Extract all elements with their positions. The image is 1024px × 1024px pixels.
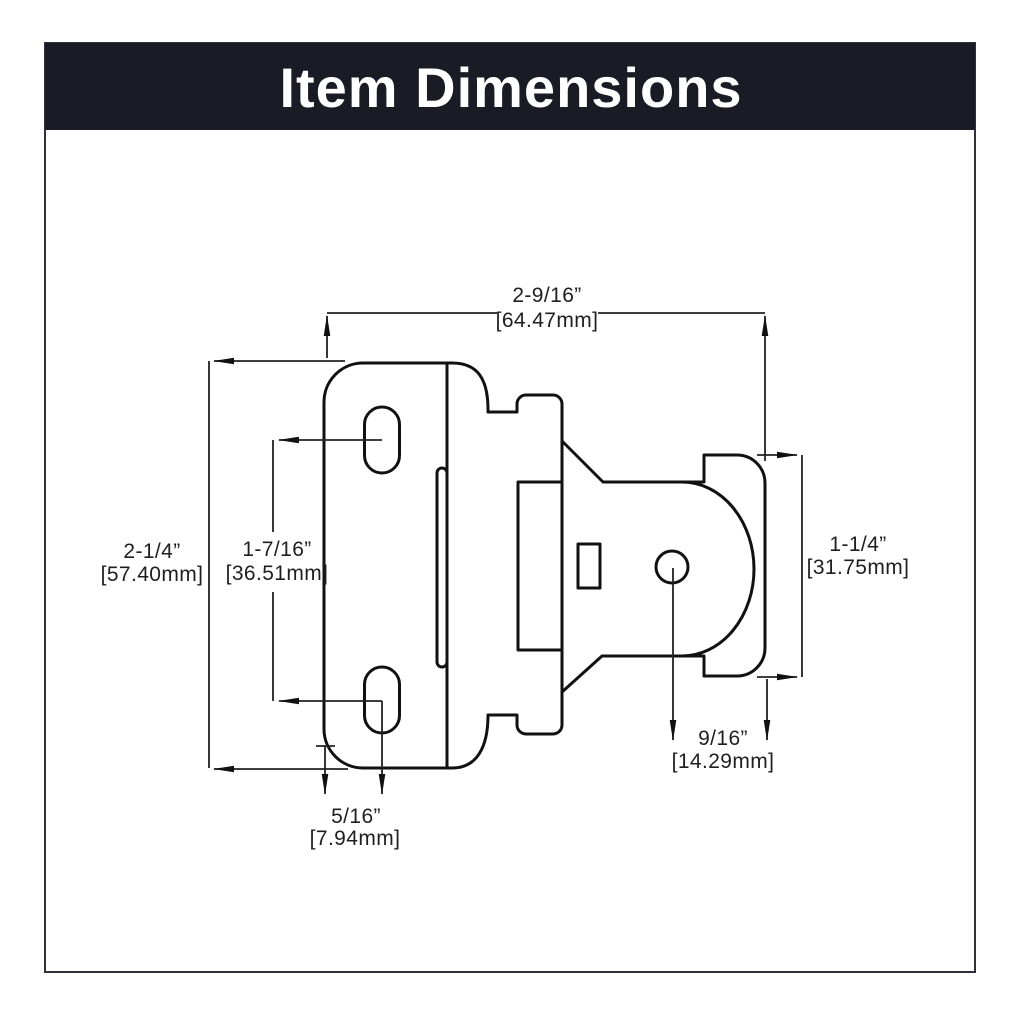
page-border — [44, 42, 976, 973]
dim-slot-spacing-mm: [36.51mm] — [226, 562, 329, 585]
adjustment-tab — [576, 542, 602, 590]
hinge-plate-outline — [322, 361, 564, 770]
hinge-arm-outline — [560, 439, 767, 694]
dim-knuckle-height-mm: [31.75mm] — [807, 556, 910, 579]
header-banner — [45, 43, 975, 130]
page-title: Item Dimensions — [279, 56, 742, 119]
dim-pivot-offset-inches: 9/16” — [698, 727, 748, 750]
arm-body — [516, 480, 564, 652]
plate-rib — [435, 466, 449, 669]
dim-overall-width: 2-9/16” [64.47mm] — [323, 284, 769, 461]
pivot-hole — [654, 549, 690, 585]
pivot-cup-arc — [680, 480, 756, 658]
dim-pivot-offset: 9/16” [14.29mm] — [669, 568, 775, 773]
hinge-object — [322, 361, 767, 770]
dim-edge-offset-mm: [7.94mm] — [310, 827, 401, 850]
dim-slot-spacing: 1-7/16” [36.51mm] — [226, 436, 382, 705]
dim-overall-width-inches: 2-9/16” — [512, 284, 581, 307]
dim-edge-offset-inches: 5/16” — [331, 805, 381, 828]
dim-edge-offset: 5/16” [7.94mm] — [310, 701, 401, 850]
dim-overall-width-mm: [64.47mm] — [496, 309, 599, 332]
dim-overall-height-mm: [57.40mm] — [101, 563, 204, 586]
dim-overall-height-inches: 2-1/4” — [123, 540, 180, 563]
dim-pivot-offset-mm: [14.29mm] — [672, 750, 775, 773]
dim-slot-spacing-inches: 1-7/16” — [242, 538, 311, 561]
dim-knuckle-height: 1-1/4” [31.75mm] — [757, 451, 910, 681]
dim-knuckle-height-inches: 1-1/4” — [829, 533, 886, 556]
